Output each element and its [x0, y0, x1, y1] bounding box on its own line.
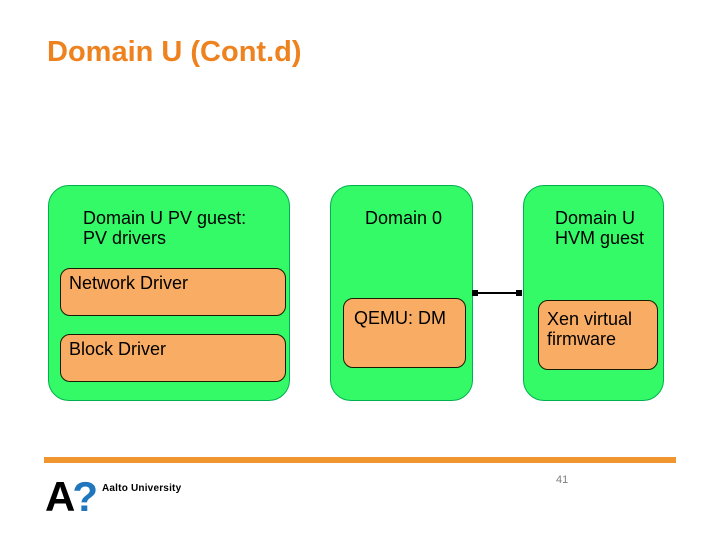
node-qemu-dm: QEMU: DM	[343, 298, 466, 368]
connector-endpoint-right	[516, 290, 522, 296]
slide-title: Domain U (Cont.d)	[47, 36, 302, 68]
footer-divider-bar	[44, 457, 676, 463]
connector-line	[472, 290, 522, 296]
node-domain-0-label: Domain 0	[331, 186, 472, 228]
node-label-line-2: PV drivers	[83, 228, 167, 248]
node-domain-u-pv-guest: Domain U PV guest: PV drivers Network Dr…	[48, 185, 290, 401]
node-network-driver-label: Network Driver	[69, 273, 189, 293]
node-domain-u-pv-guest-label: Domain U PV guest: PV drivers	[49, 186, 289, 248]
node-xen-virtual-firmware: Xen virtual firmware	[538, 300, 658, 370]
node-qemu-dm-label: QEMU: DM	[354, 308, 446, 328]
node-network-driver: Network Driver	[60, 268, 286, 316]
node-domain-u-hvm-guest-label: Domain U HVM guest	[524, 186, 663, 248]
node-label-line-1: Domain U PV guest:	[83, 208, 247, 228]
node-label-line-1: Domain U	[555, 208, 636, 228]
connector-endpoint-left	[472, 290, 478, 296]
node-block-driver-label: Block Driver	[69, 339, 167, 359]
logo-question-mark: ?	[72, 473, 98, 520]
aalto-logo: A?	[45, 473, 98, 520]
node-label-line-1: Domain 0	[365, 208, 443, 228]
node-xen-virtual-firmware-label: Xen virtual firmware	[547, 309, 633, 349]
node-block-driver: Block Driver	[60, 334, 286, 382]
node-domain-u-hvm-guest: Domain U HVM guest Xen virtual firmware	[523, 185, 664, 401]
logo-text: Aalto University	[102, 483, 182, 494]
node-domain-0: Domain 0 QEMU: DM	[330, 185, 473, 401]
logo-letter-a: A	[45, 473, 75, 520]
node-label-line-2: HVM guest	[555, 228, 645, 248]
page-number: 41	[556, 474, 569, 486]
